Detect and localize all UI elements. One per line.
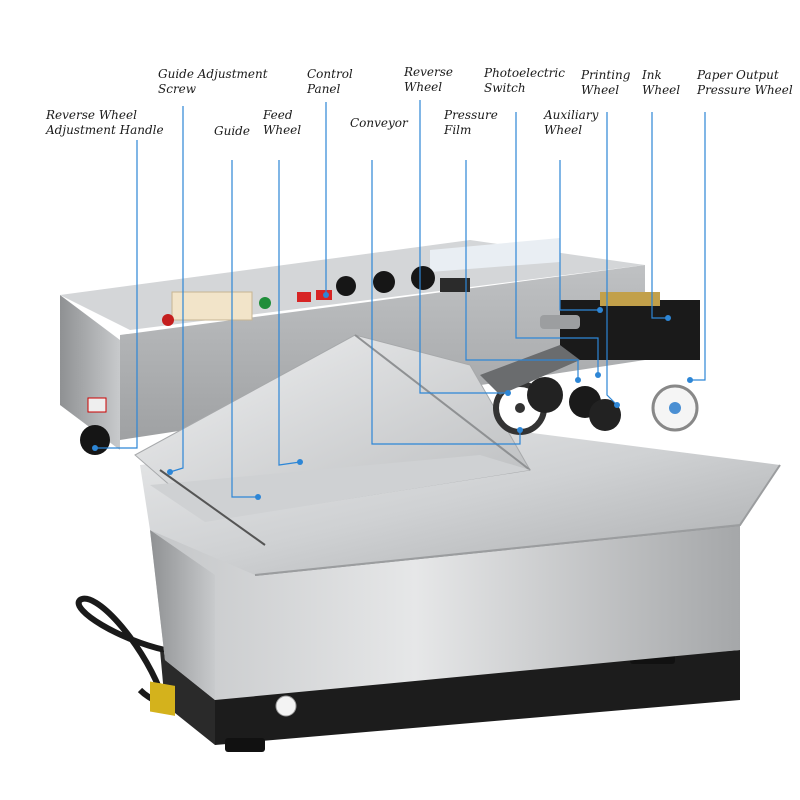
leader-auxiliary-wheel xyxy=(559,160,600,311)
label-pressure-film: Pressure Film xyxy=(444,108,498,137)
power-switch xyxy=(275,695,297,717)
label-reverse-wheel: Reverse Wheel xyxy=(404,65,454,94)
label-conveyor: Conveyor xyxy=(350,116,408,130)
leader-dots xyxy=(92,292,693,500)
label-ink-wheel: Ink Wheel xyxy=(642,68,681,97)
control-panel-hardware xyxy=(162,266,470,326)
label-photoelectric-switch: Photoelectric Switch xyxy=(484,66,565,95)
leader-guide-adjustment-screw xyxy=(169,106,184,473)
label-guide-adjustment-screw: Guide Adjustment Screw xyxy=(158,67,268,96)
conveyor-tray xyxy=(134,334,531,546)
leader-conveyor xyxy=(371,160,521,445)
leader-lines xyxy=(95,100,706,498)
leader-feed-wheel xyxy=(278,160,301,466)
leader-pressure-film xyxy=(465,160,579,380)
leader-reverse-wheel-adjustment-handle xyxy=(95,140,138,449)
leader-paper-output-pressure-wheel xyxy=(690,112,706,381)
leader-photoelectric-switch xyxy=(515,112,599,375)
label-reverse-wheel-adjustment-handle: Reverse Wheel Adjustment Handle xyxy=(46,108,164,137)
label-paper-output-pressure-wheel: Paper Output Pressure Wheel xyxy=(697,68,793,97)
leader-reverse-wheel xyxy=(419,100,508,394)
label-control-panel: Control Panel xyxy=(307,67,353,96)
label-guide: Guide xyxy=(214,124,250,138)
leader-printing-wheel xyxy=(606,112,618,406)
label-feed-wheel: Feed Wheel xyxy=(263,108,302,137)
leader-ink-wheel xyxy=(651,112,668,319)
leader-guide xyxy=(231,160,258,498)
label-auxiliary-wheel: Auxiliary Wheel xyxy=(544,108,599,137)
label-printing-wheel: Printing Wheel xyxy=(581,68,631,97)
